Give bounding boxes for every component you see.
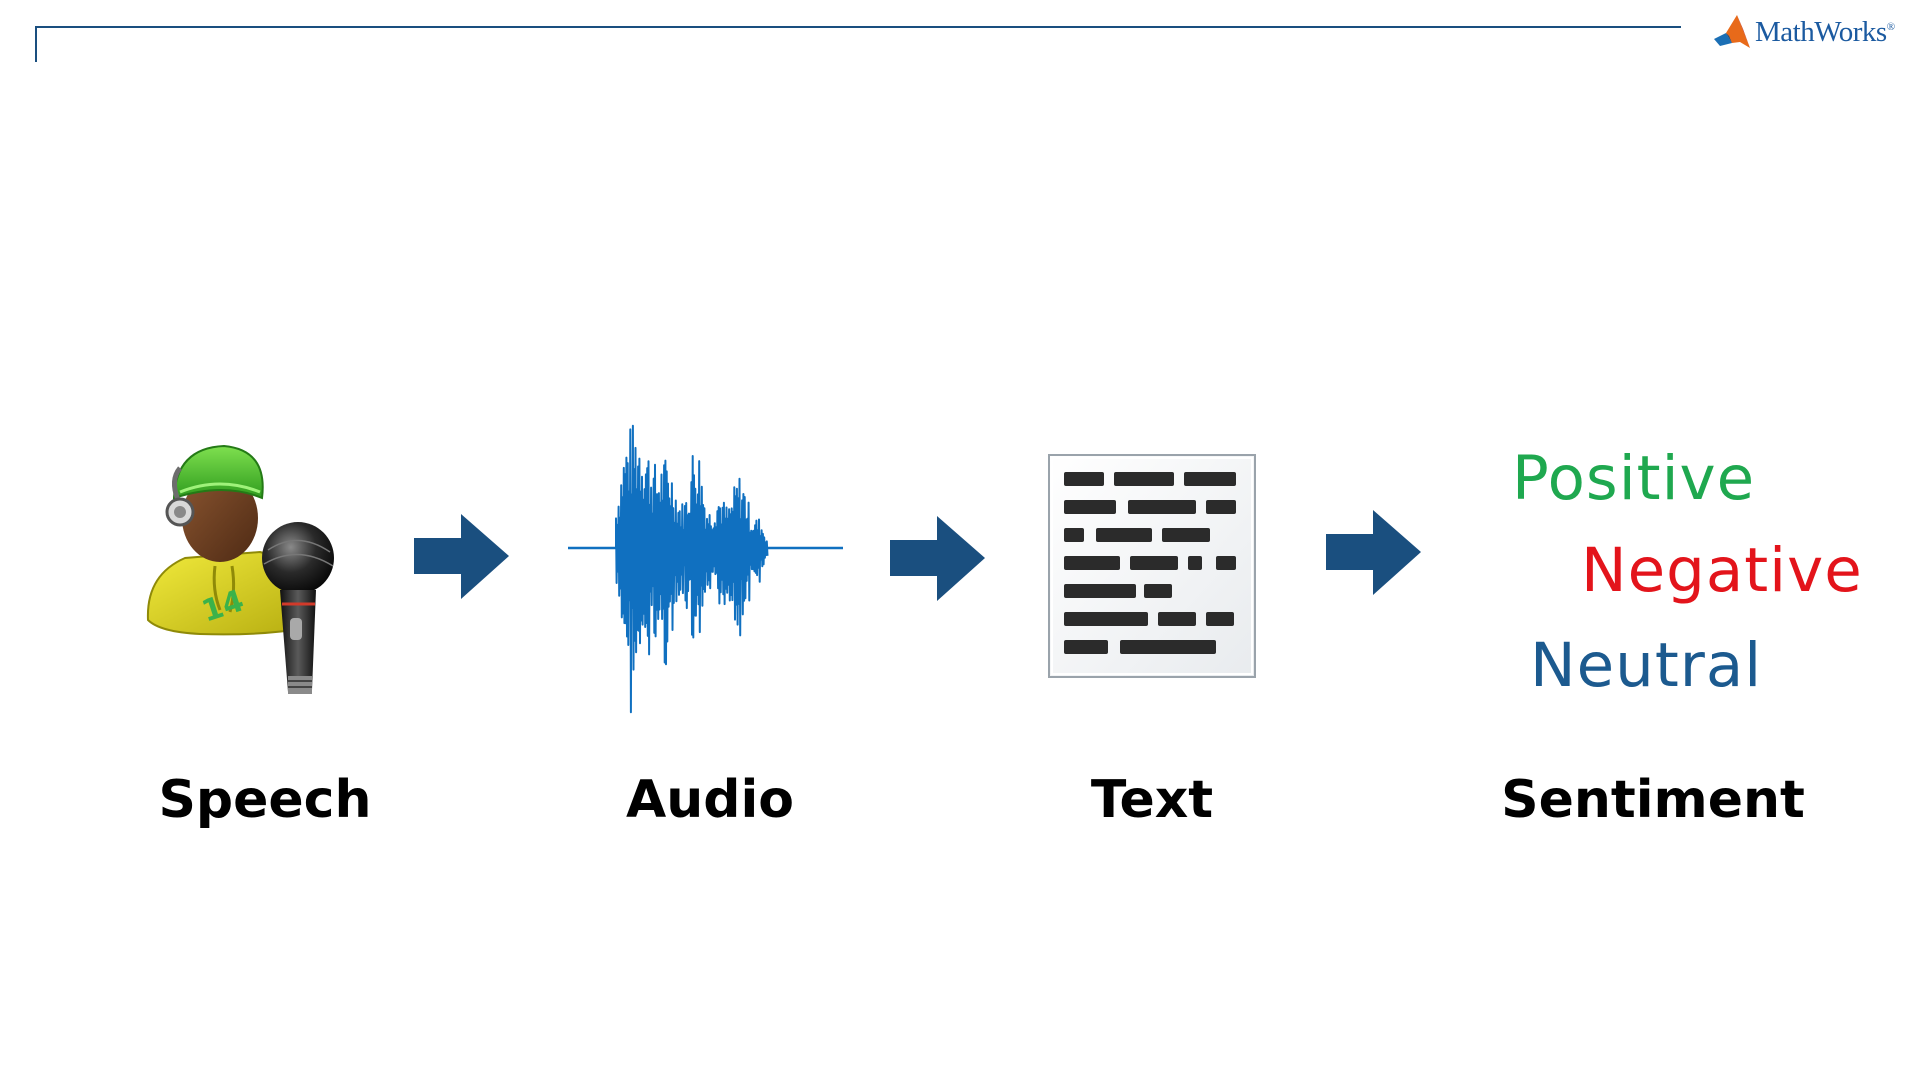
redacted-text-bar: [1120, 640, 1216, 654]
header-rule: [35, 26, 1681, 28]
redacted-text-bar: [1184, 472, 1236, 486]
sentiment-neutral: Neutral: [1530, 630, 1763, 701]
redacted-text-bar: [1188, 556, 1202, 570]
redacted-text-bar: [1206, 500, 1236, 514]
redacted-text-bar: [1144, 584, 1172, 598]
stage-label-speech: Speech: [158, 770, 372, 830]
redacted-text-bar: [1114, 472, 1174, 486]
redacted-text-bar: [1064, 640, 1108, 654]
redacted-text-bar: [1064, 584, 1136, 598]
stage-label-sentiment: Sentiment: [1501, 770, 1805, 830]
redacted-text-bar: [1064, 528, 1084, 542]
logo-text: MathWorks: [1755, 15, 1887, 48]
redacted-text-bar: [1128, 500, 1196, 514]
redacted-text-bar: [1216, 556, 1236, 570]
arrow-right-icon: [890, 516, 985, 601]
redacted-text-bar: [1130, 556, 1178, 570]
arrow-right-icon: [414, 514, 509, 599]
redacted-text-bar: [1064, 612, 1148, 626]
stage-label-text: Text: [1090, 770, 1214, 830]
redacted-text-bar: [1096, 528, 1152, 542]
redacted-text-bar: [1064, 556, 1120, 570]
sentiment-positive: Positive: [1512, 443, 1756, 514]
registered-mark: ®: [1886, 21, 1896, 33]
text-document-icon: [1048, 454, 1256, 678]
header-rule-tick: [35, 26, 37, 62]
audio-waveform-icon: [568, 424, 843, 714]
sentiment-negative: Negative: [1581, 535, 1863, 606]
membrane-logo-icon: [1714, 15, 1750, 48]
redacted-text-bar: [1162, 528, 1210, 542]
mathworks-logo: MathWorks ®: [1712, 10, 1895, 54]
stage-label-audio: Audio: [625, 770, 795, 830]
redacted-text-bar: [1064, 500, 1116, 514]
arrow-right-icon: [1326, 510, 1421, 595]
redacted-text-bar: [1206, 612, 1234, 626]
speaker-with-microphone-icon: 14: [146, 444, 334, 694]
redacted-text-bar: [1064, 472, 1104, 486]
redacted-text-bar: [1158, 612, 1196, 626]
